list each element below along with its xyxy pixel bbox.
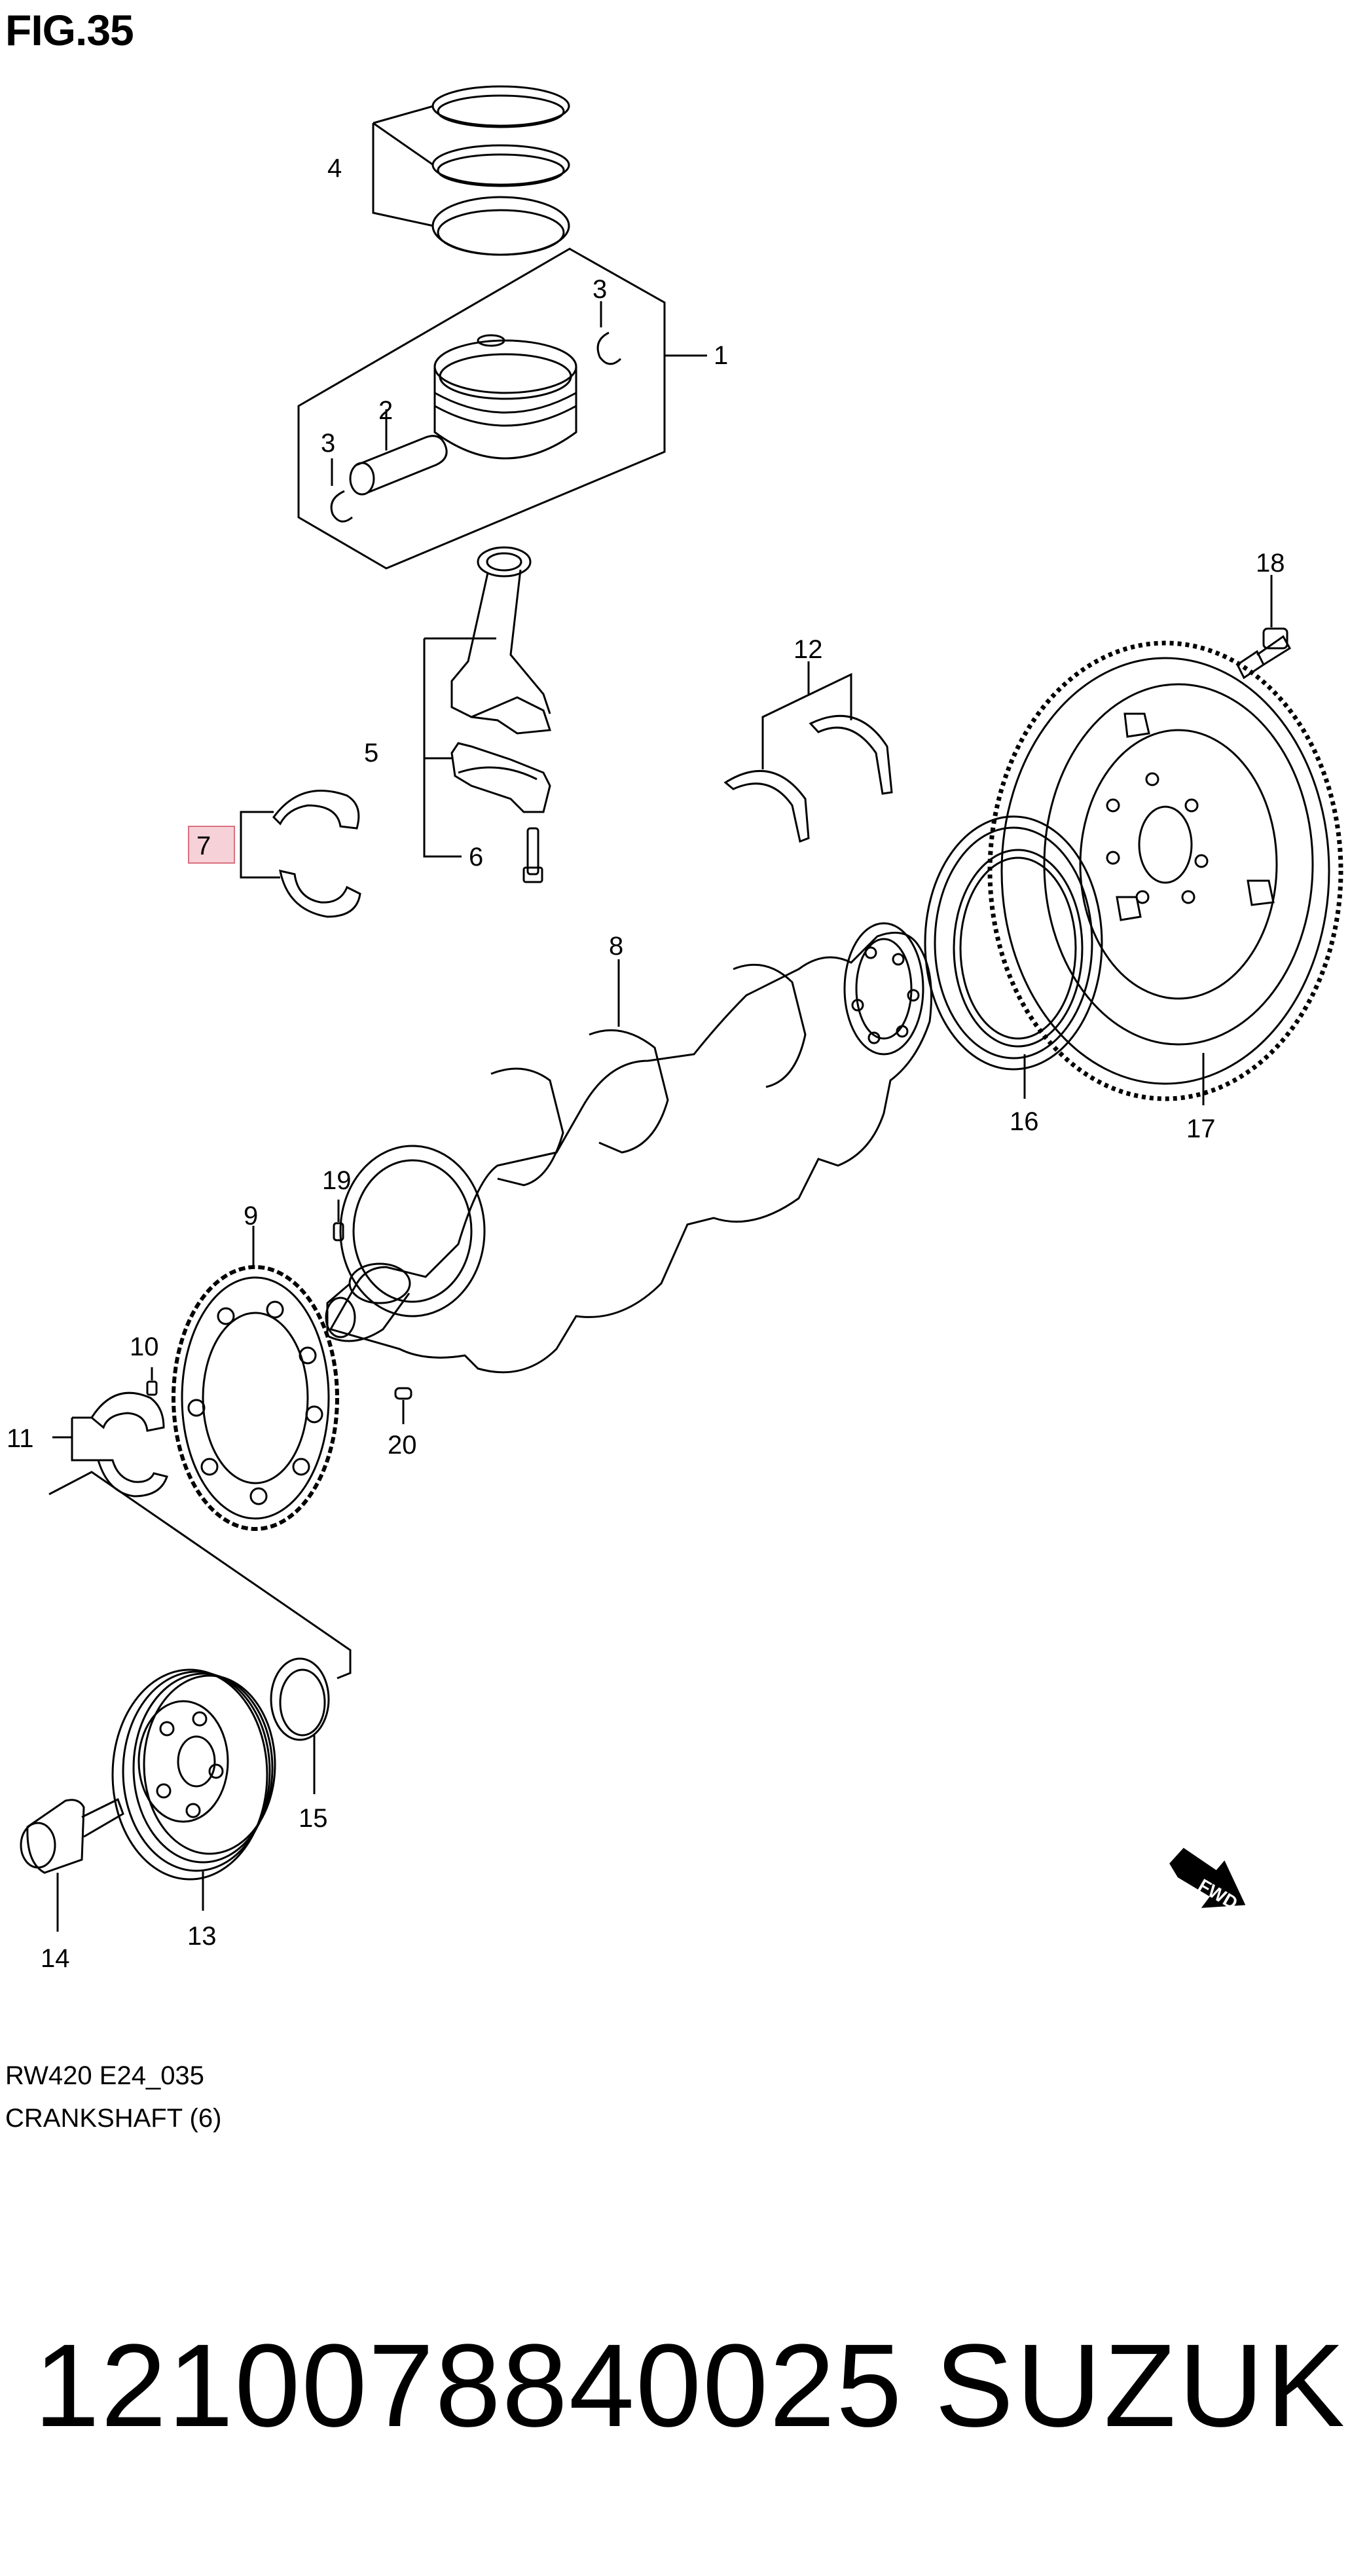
callout-7: 7 (196, 832, 211, 860)
part-number: 1210078840025 (34, 2320, 903, 2452)
pulley-group (20, 1471, 352, 1932)
piston-rings (372, 85, 570, 256)
crank-sprocket (146, 1200, 412, 1531)
callout-5: 5 (364, 739, 378, 767)
piston-assembly (297, 248, 707, 570)
figure-title: FIG.35 (5, 6, 134, 54)
callout-6: 6 (469, 843, 483, 872)
brand-name: SUZUKI (935, 2320, 1350, 2452)
flywheel (987, 640, 1343, 1105)
callout-16: 16 (1010, 1107, 1039, 1136)
figure-caption: CRANKSHAFT (6) (5, 2104, 222, 2133)
callout-11: 11 (7, 1424, 34, 1453)
callout-3: 3 (321, 429, 335, 458)
callout-14: 14 (41, 1944, 70, 1973)
callout-15: 15 (299, 1804, 328, 1833)
exploded-view-drawing: FWD 1 2 3 3 4 5 6 7 8 9 10 11 12 13 14 1… (7, 85, 1343, 1973)
callout-3: 3 (593, 275, 607, 304)
connecting-rod (423, 546, 552, 883)
callout-17: 17 (1186, 1114, 1216, 1143)
footer-area (0, 2144, 1350, 2576)
callout-18: 18 (1256, 549, 1285, 578)
thrust-bearing (52, 1391, 168, 1498)
callout-13: 13 (187, 1922, 217, 1951)
callout-19: 19 (322, 1166, 352, 1195)
thrust-washers (723, 661, 893, 843)
callout-20: 20 (388, 1431, 417, 1460)
callout-labels: 1 2 3 3 4 5 6 7 8 9 10 11 12 13 14 15 16… (7, 154, 1285, 1973)
crank-bearing-halves (240, 790, 361, 918)
callout-8: 8 (609, 932, 623, 961)
callout-2: 2 (378, 396, 393, 425)
crankshaft (325, 922, 932, 1374)
callout-12: 12 (794, 635, 823, 664)
callout-7-highlight (188, 826, 235, 864)
oil-seal (924, 815, 1103, 1099)
callout-4: 4 (327, 154, 342, 183)
callout-10: 10 (130, 1333, 159, 1361)
parts-diagram: FIG.35 (5, 6, 1343, 2133)
callout-1: 1 (714, 341, 728, 370)
drawing-code: RW420 E24_035 (5, 2061, 204, 2090)
callout-9: 9 (244, 1202, 258, 1230)
forward-direction-marker: FWD (1169, 1848, 1246, 1913)
flywheel-bolt (1236, 575, 1292, 680)
